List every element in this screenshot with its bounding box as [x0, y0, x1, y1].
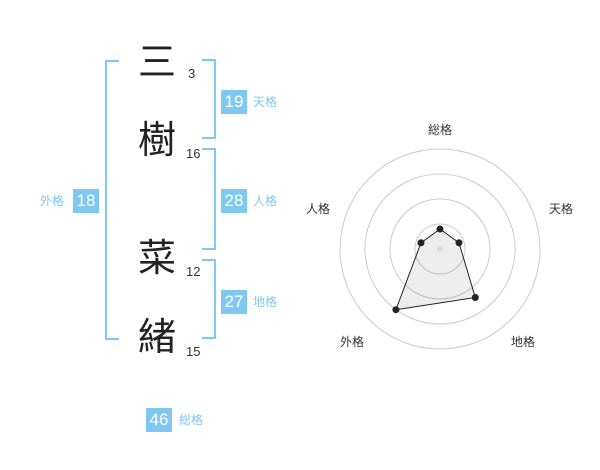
tenkaku-value: 19: [221, 90, 247, 114]
radar-ring-2: [389, 198, 491, 300]
stroke-count-1: 3: [188, 66, 196, 81]
gaikaku-bracket: [105, 60, 119, 340]
soukaku-label: 総格: [179, 413, 204, 427]
stroke-count-2: 16: [186, 146, 201, 161]
chikaku-bracket: [202, 259, 216, 339]
radar-ring-1: [414, 223, 466, 275]
name-char-4: 緒: [137, 315, 176, 359]
radar-point-3: [471, 294, 479, 301]
radar-ring-3: [364, 173, 516, 325]
radar-label-chikaku: 地格: [511, 335, 536, 349]
radar-point-2: [455, 239, 463, 247]
stroke-count-3: 12: [186, 264, 201, 279]
gaikaku-value: 18: [73, 189, 99, 213]
soukaku-value: 46: [146, 408, 172, 432]
radar-label-tenkaku: 天格: [549, 202, 574, 216]
stroke-count-4: 15: [186, 344, 201, 359]
chikaku-label: 地格: [253, 295, 278, 309]
radar-point-5: [417, 239, 425, 247]
jinkaku-value: 28: [221, 189, 247, 213]
name-char-2: 樹: [137, 118, 176, 162]
radar-point-1: [436, 225, 444, 233]
tenkaku-label: 天格: [253, 95, 278, 109]
name-char-3: 菜: [137, 236, 176, 280]
jinkaku-label: 人格: [253, 194, 278, 208]
name-char-1: 三: [137, 40, 176, 84]
chikaku-value: 27: [221, 290, 247, 314]
radar-center-dot: [437, 246, 443, 252]
radar-ring-4: [339, 148, 541, 350]
radar-label-gaikaku: 外格: [340, 335, 365, 349]
jinkaku-bracket: [202, 148, 216, 250]
radar-point-4: [392, 306, 400, 314]
radar-label-soukaku: 総格: [428, 123, 453, 137]
radar-label-jinkaku: 人格: [306, 202, 331, 216]
radar-area: [395, 228, 476, 311]
tenkaku-bracket: [202, 59, 216, 139]
gaikaku-label: 外格: [40, 194, 65, 208]
